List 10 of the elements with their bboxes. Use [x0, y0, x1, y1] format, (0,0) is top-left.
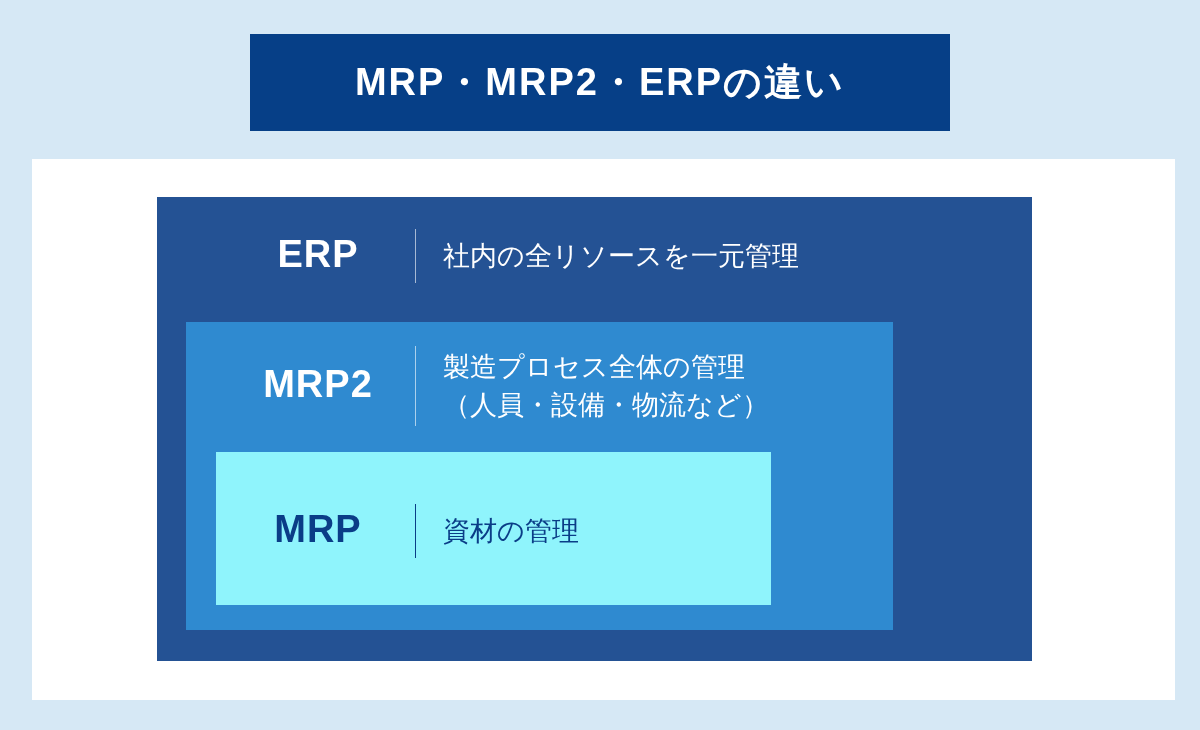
level-label: MRP2	[262, 363, 374, 406]
middle-box	[186, 322, 893, 630]
description-text: 資材の管理	[443, 515, 580, 548]
description-text: 製造プロセス全体の管理（人員・設備・物流など）	[443, 351, 770, 422]
inner-box	[216, 452, 771, 605]
outer-box	[157, 197, 1032, 661]
description-text: 社内の全リソースを一元管理	[443, 240, 800, 273]
level-label: ERP	[276, 233, 360, 276]
level-label: MRP	[273, 508, 363, 551]
title-banner: MRP・MRP2・ERPの違い	[250, 34, 950, 131]
